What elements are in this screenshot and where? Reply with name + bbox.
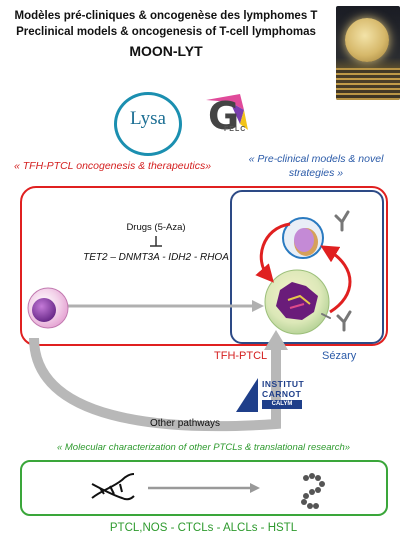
- microenvironment-cell: [282, 217, 324, 259]
- normal-t-cell: [27, 287, 69, 329]
- tumor-cell: [264, 269, 330, 335]
- moon-photo: [336, 6, 400, 100]
- calym-badge: CALYM: [262, 400, 302, 409]
- tfh-ptcl-label: TFH-PTCL: [214, 350, 268, 362]
- characterization-arrow: [148, 483, 260, 493]
- moon-reflection: [336, 68, 400, 100]
- other-pathways-label: Other pathways: [150, 418, 221, 429]
- carnot-logo-mark: [236, 378, 258, 412]
- carnot-line2: CARNOT: [262, 389, 302, 399]
- interaction-cycle-arrows: [255, 222, 352, 314]
- other-pathways-arrow: [29, 330, 288, 432]
- inhibition-symbol: [150, 236, 162, 247]
- gfelc-logo-mark: [206, 94, 248, 130]
- carnot-line1: INSTITUT: [262, 379, 305, 389]
- progression-arrow: [68, 300, 264, 312]
- preclinical-axis-label: « Pre-clinical models & novel strategies…: [248, 153, 384, 179]
- tfh-ptcl-axis-label: « TFH-PTCL oncogenesis & therapeutics»: [14, 160, 212, 172]
- molecular-characterization-box: [20, 460, 388, 516]
- preclinical-models-box: [230, 190, 384, 344]
- lysa-logo: Lysa: [114, 92, 182, 156]
- antibody-icon: [321, 313, 331, 319]
- title-french: Modèles pré-cliniques & oncogenèse des l…: [14, 10, 318, 22]
- project-acronym: MOON-LYT: [129, 43, 203, 59]
- gfelc-logo: G FELC: [200, 90, 250, 148]
- tfh-ptcl-box: [20, 186, 388, 346]
- sezary-label: Sézary: [322, 350, 357, 362]
- title-english: Preclinical models & oncogenesis of T-ce…: [16, 26, 316, 38]
- moon-disc: [345, 18, 389, 62]
- gfelc-letter: G: [208, 94, 240, 138]
- dna-icon: [91, 473, 135, 501]
- carnot-calym-logo: INSTITUT CARNOT CALYM: [236, 378, 326, 412]
- antibody-icon: [336, 310, 352, 332]
- drugs-label: Drugs (5-Aza): [126, 222, 186, 233]
- ptcl-subtypes-list: PTCL,NOS - CTCLs - ALCLs - HSTL: [109, 522, 298, 534]
- antibody-icon: [334, 210, 350, 232]
- molecular-axis-label: « Molecular characterization of other PT…: [56, 442, 351, 453]
- chromatin-icon: [301, 473, 325, 509]
- genes-label: TET2 – DNMT3A - IDH2 - RHOA: [83, 252, 229, 263]
- lysa-logo-text: Lysa: [130, 108, 166, 129]
- gfelc-text: FELC: [224, 126, 247, 133]
